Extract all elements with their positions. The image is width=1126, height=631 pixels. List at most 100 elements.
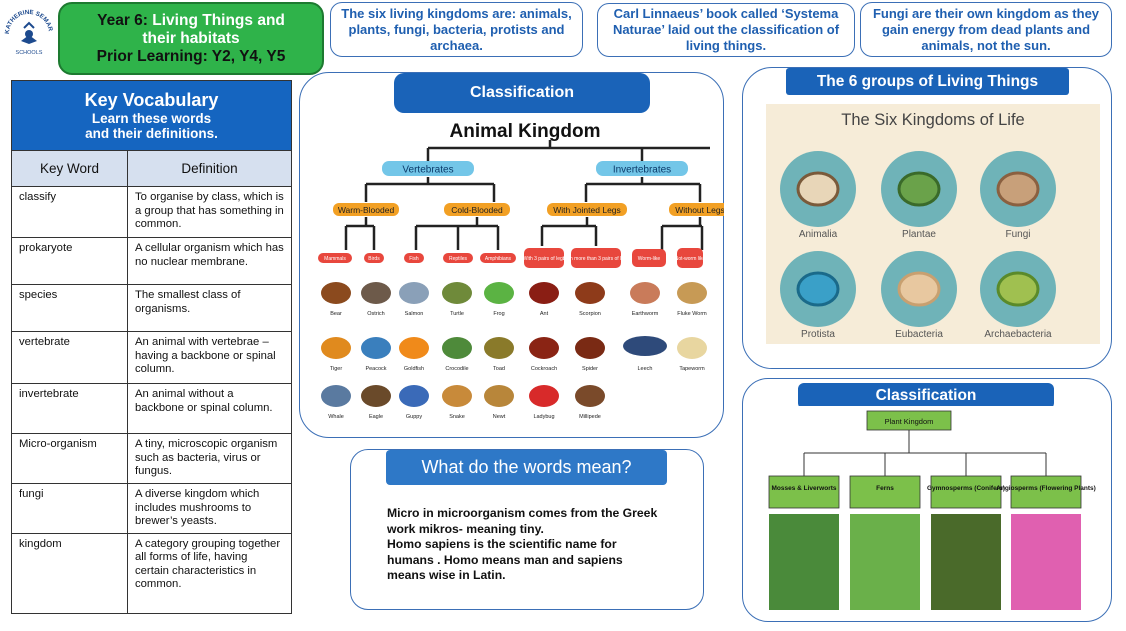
animal-name: Scorpion — [579, 311, 601, 317]
animal-picture — [442, 282, 472, 304]
animal-name: Goldfish — [404, 366, 424, 372]
kingdom-label: Protista — [801, 329, 835, 340]
animal-picture — [442, 385, 472, 407]
words-meaning-heading: What do the words mean? — [386, 450, 667, 485]
animal-name: Newt — [493, 414, 506, 420]
animal-picture — [321, 385, 351, 407]
plant-group-picture — [769, 514, 839, 610]
tree-label: Amphibians — [485, 256, 512, 262]
tree-label: Not-worm like — [675, 256, 706, 262]
animal-picture — [575, 282, 605, 304]
tree-node-blood-group — [547, 203, 627, 216]
fact-text: Carl Linnaeus’ book called ‘Systema Natu… — [612, 6, 840, 53]
logo-icon: KATHERINE SEMAR SCHOOLS — [4, 9, 54, 56]
vocab-definition: An animal without a backbone or spinal c… — [127, 383, 292, 434]
tree-node-class — [404, 253, 424, 263]
kingdom-label: Eubacteria — [895, 329, 943, 340]
animal-picture — [623, 336, 667, 356]
animal-picture — [575, 337, 605, 359]
vocab-definition: A diverse kingdom which includes mushroo… — [127, 483, 292, 534]
animal-classification-heading: Classification — [394, 73, 650, 113]
tree-connector — [344, 217, 704, 250]
topic-title-box: Year 6: Living Things and their habitats… — [58, 2, 324, 75]
animal-picture — [361, 337, 391, 359]
animal-name: Tapeworm — [679, 366, 705, 372]
vocab-word: species — [11, 284, 128, 332]
kingdom-label: Fungi — [1005, 229, 1030, 240]
animal-name: Earthworm — [632, 311, 659, 317]
animal-picture — [321, 337, 351, 359]
animal-kingdom-title: Animal Kingdom — [449, 121, 601, 142]
animal-name: Leech — [638, 366, 653, 372]
animal-picture — [529, 337, 559, 359]
tree-label: Reptiles — [449, 256, 468, 262]
fact-box-kingdoms: The six living kingdoms are: animals, pl… — [330, 2, 583, 57]
tree-label: Invertebrates — [613, 165, 671, 176]
animal-picture — [442, 337, 472, 359]
plant-group-picture — [931, 514, 1001, 610]
tree-node-blood-group — [444, 203, 510, 216]
tree-label: With 3 pairs of legs — [523, 256, 566, 262]
animal-name: Frog — [493, 311, 504, 317]
vocab-word: classify — [11, 186, 128, 238]
animal-name: Spider — [582, 366, 598, 372]
animal-picture — [361, 282, 391, 304]
vocab-word: kingdom — [11, 532, 128, 614]
tree-node-blood-group — [669, 203, 724, 216]
tree-node-class — [524, 248, 564, 268]
col-header-definition: Definition — [127, 150, 292, 187]
animal-name: Tiger — [330, 366, 342, 372]
plant-group-node — [849, 475, 921, 509]
plant-tree-connector — [803, 430, 1047, 476]
vocab-subtitle: Learn these words — [91, 111, 212, 126]
plant-group-node — [768, 475, 840, 509]
tree-node-vertebrate-group — [382, 161, 474, 176]
kingdom-protista-icon — [796, 271, 840, 307]
animal-name: Ladybug — [533, 414, 554, 420]
prior-learning: Prior Learning: Y2, Y4, Y5 — [96, 47, 286, 65]
animal-name: Toad — [493, 366, 505, 372]
kingdom-label: Archaebacteria — [984, 329, 1052, 340]
tree-node-class — [364, 253, 384, 263]
kingdom-fungi-icon — [996, 171, 1040, 207]
tree-label: Without Legs — [675, 205, 724, 215]
plant-group-label: Mosses & Liverworts — [771, 485, 836, 492]
tree-label: Fish — [409, 256, 419, 262]
tree-node-class — [677, 248, 703, 268]
tree-label: With more than 3 pairs of legs — [563, 256, 630, 262]
animal-name: Ant — [540, 311, 549, 317]
fact-text: The six living kingdoms are: animals, pl… — [341, 5, 572, 53]
animal-picture — [529, 282, 559, 304]
plant-classification-heading: Classification — [798, 383, 1054, 409]
vocab-word: invertebrate — [11, 383, 128, 434]
vocab-word: Micro-organism — [11, 433, 128, 484]
animal-name: Peacock — [365, 366, 386, 372]
key-vocabulary-panel: Key Vocabulary Learn these words and the… — [11, 80, 292, 620]
animal-name: Millipede — [579, 414, 601, 420]
animal-picture — [529, 385, 559, 407]
six-groups-heading: The 6 groups of Living Things — [786, 68, 1069, 95]
vocab-definition: An animal with vertebrae – having a back… — [127, 331, 292, 384]
tree-connector — [426, 140, 710, 162]
animal-picture — [361, 385, 391, 407]
tree-node-class — [571, 248, 621, 268]
tree-label: Worm-like — [638, 256, 661, 262]
plant-group-node — [1010, 475, 1082, 509]
fact-box-linnaeus: Carl Linnaeus’ book called ‘Systema Natu… — [597, 3, 855, 57]
fact-text: Fungi are their own kingdom as they gain… — [872, 5, 1100, 53]
vocab-definition: A category grouping together all forms o… — [127, 532, 292, 614]
animal-picture — [399, 385, 429, 407]
fact-box-fungi: Fungi are their own kingdom as they gain… — [860, 2, 1112, 57]
tree-node-class — [443, 253, 473, 263]
animal-name: Turtle — [450, 311, 464, 317]
col-header-word: Key Word — [11, 150, 128, 187]
animal-picture — [677, 337, 707, 359]
tree-node-class — [632, 249, 666, 267]
animal-picture — [321, 282, 351, 304]
